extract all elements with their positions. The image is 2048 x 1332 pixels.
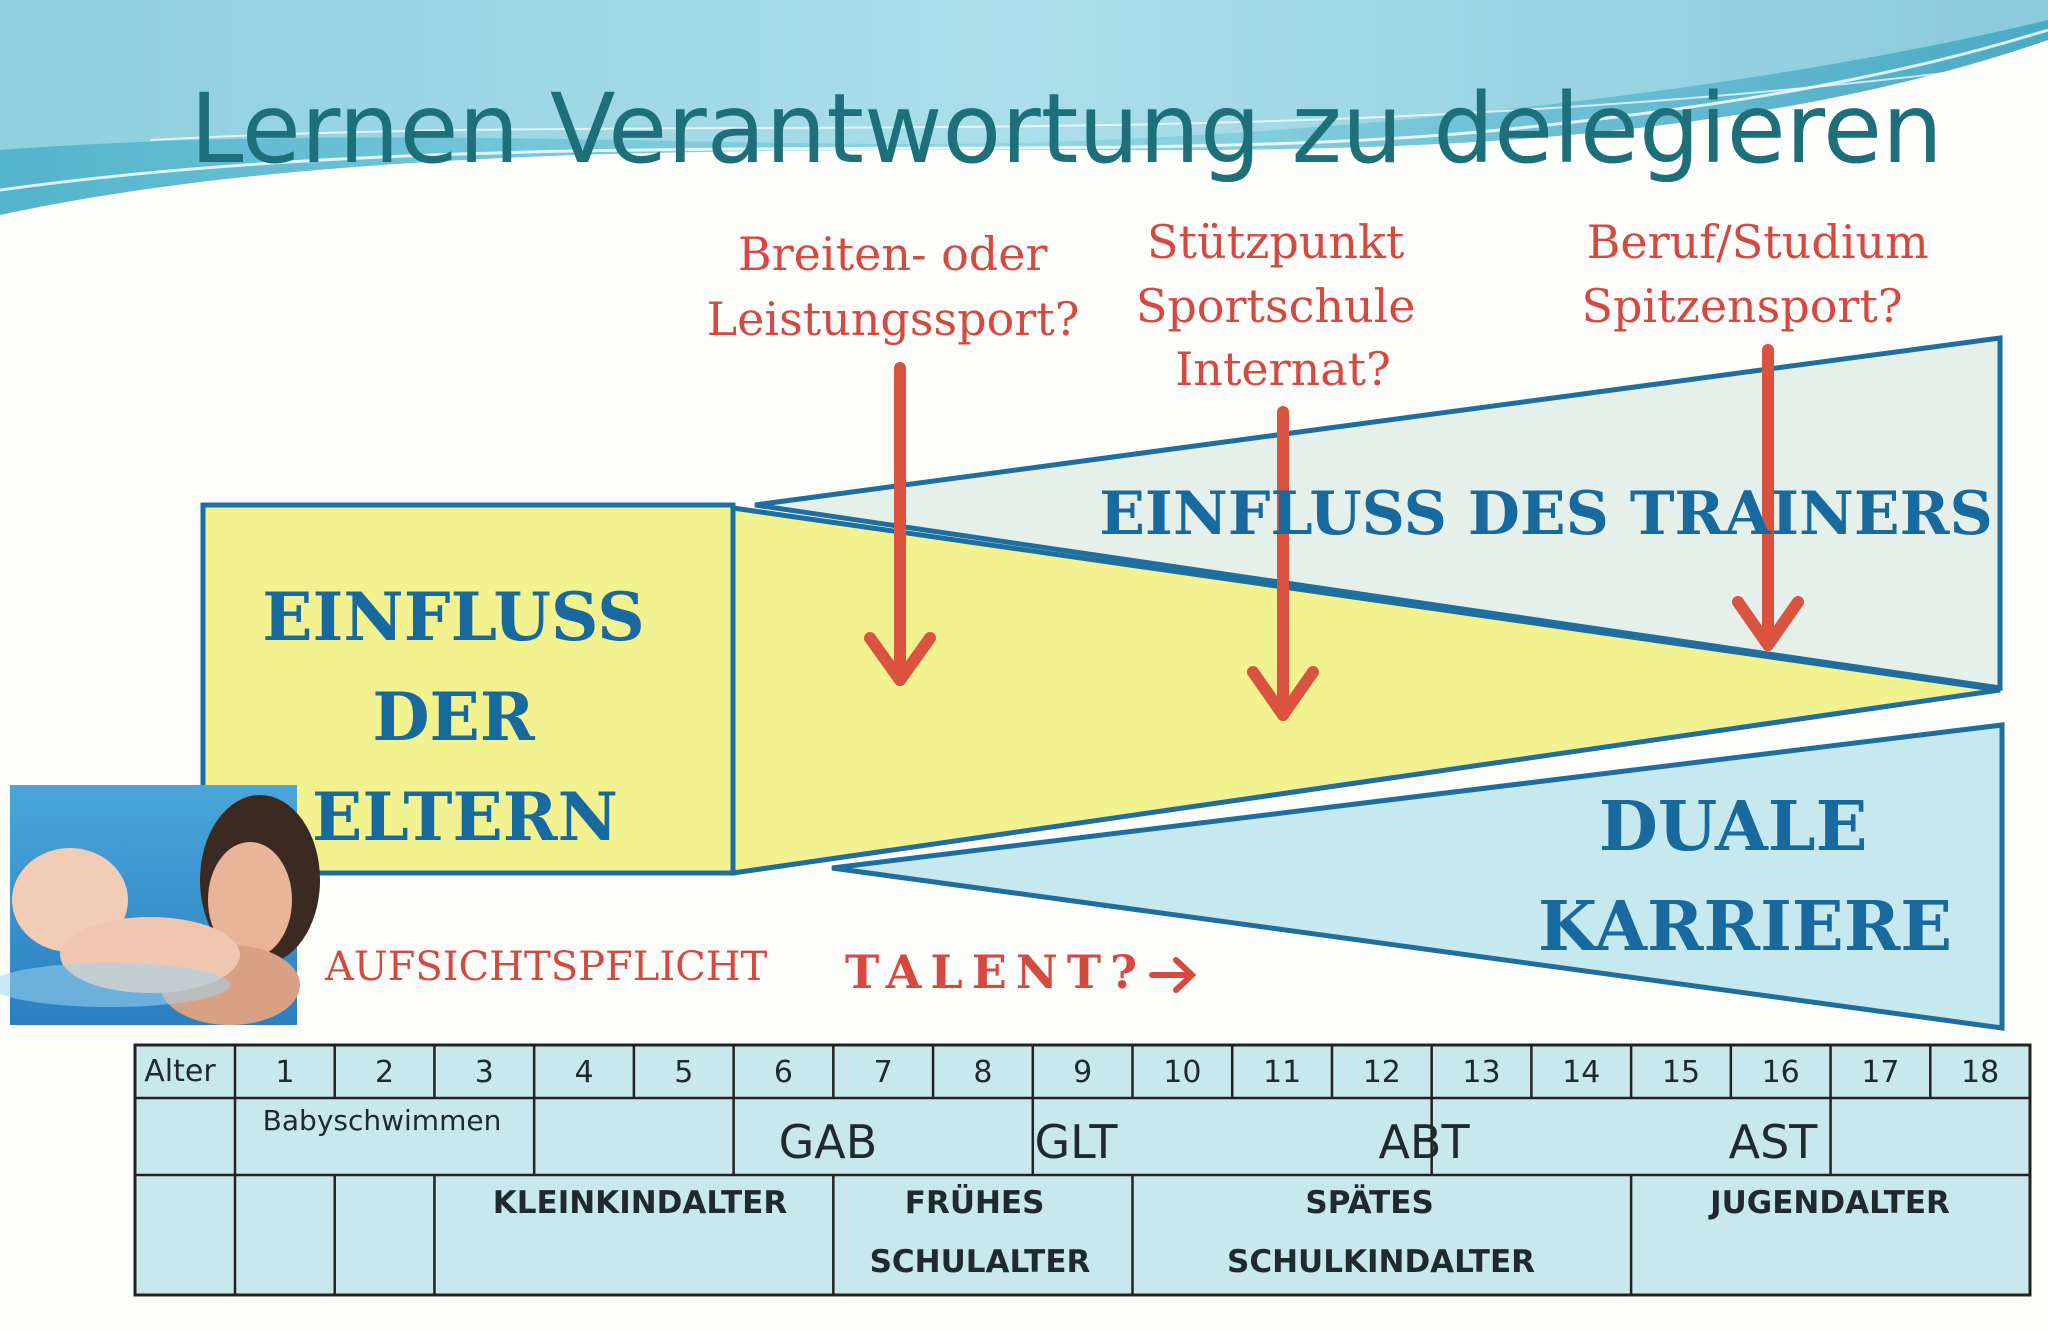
age-cell: 13 (1462, 1055, 1500, 1090)
stage-kleinkindalter: KLEINKINDALTER (493, 1185, 788, 1221)
mother-baby-swimming-photo-icon (0, 785, 320, 1025)
phase-abt: ABT (1378, 1115, 1470, 1169)
age-cell: 9 (1073, 1055, 1092, 1090)
question-breiten-line-1: Breiten- oder (738, 227, 1048, 281)
age-cell: 2 (375, 1055, 394, 1090)
question-beruf-line-1: Beruf/Studium (1587, 215, 1929, 269)
dual-career-label: DUALE KARRIERE (1538, 787, 1952, 967)
question-beruf: Beruf/Studium Spitzensport? (1581, 215, 1943, 333)
age-cell: 3 (475, 1055, 494, 1090)
question-stuetzpunkt-line-1: Stützpunkt (1147, 215, 1405, 269)
age-cell: 1 (275, 1055, 294, 1090)
age-cell: 10 (1163, 1055, 1201, 1090)
stage-fruehes-line-1: FRÜHES (905, 1184, 1045, 1221)
question-beruf-line-2: Spitzensport? (1581, 279, 1902, 333)
arrow-beruf (1732, 344, 1804, 651)
question-stuetzpunkt-line-2: Sportschule (1136, 279, 1416, 333)
table-background (133, 1043, 2032, 1297)
age-cell: 14 (1562, 1055, 1600, 1090)
table-grid (135, 1045, 2032, 1295)
aufsicht-label: AUFSICHTSPFLICHT (324, 944, 768, 990)
trainer-influence-wedge (754, 335, 2003, 691)
phase-babyschwimmen: Babyschwimmen (263, 1104, 502, 1137)
parents-influence-line-2: DER (372, 678, 536, 756)
page-title: Lernen Verantwortung zu delegieren (190, 73, 1943, 185)
phase-glt: GLT (1034, 1115, 1118, 1169)
question-stuetzpunkt-line-3: Internat? (1175, 342, 1391, 396)
age-label-cell: Alter (144, 1054, 216, 1089)
stage-fruehes-schulalter: FRÜHES SCHULALTER (870, 1184, 1091, 1280)
age-cell: 6 (774, 1055, 793, 1090)
age-cell: 12 (1363, 1055, 1401, 1090)
parents-influence-line-3: ELTERN (312, 778, 618, 856)
stage-spaetes-line-2: SCHULKINDALTER (1227, 1244, 1535, 1280)
age-cell: 7 (874, 1055, 893, 1090)
age-cell: 16 (1762, 1055, 1800, 1090)
age-cell: 5 (674, 1055, 693, 1090)
arrow-stuetzpunkt (1247, 406, 1319, 721)
question-breiten: Breiten- oder Leistungssport? (707, 227, 1080, 346)
age-cell: 8 (973, 1055, 992, 1090)
stage-fruehes-line-2: SCHULALTER (870, 1244, 1091, 1280)
stage-spaetes-schulkindalter: SPÄTES SCHULKINDALTER (1227, 1185, 1535, 1280)
phase-ast: AST (1729, 1115, 1819, 1169)
talent-label: TALENT? (845, 945, 1146, 999)
talent-arrow-icon (1149, 957, 1197, 993)
header-wave (0, 0, 2048, 215)
phase-gab: GAB (779, 1115, 878, 1169)
dual-career-line-1: DUALE (1599, 787, 1868, 867)
dual-career-line-2: KARRIERE (1538, 887, 1952, 967)
age-cell: 15 (1662, 1055, 1700, 1090)
age-cell: 17 (1861, 1055, 1899, 1090)
stage-jugendalter: JUGENDALTER (1708, 1185, 1950, 1221)
parents-influence-line-1: EINFLUSS (262, 578, 645, 656)
dual-career-wedge (831, 722, 2005, 1031)
trainer-influence-label: EINFLUSS DES TRAINERS (1099, 479, 1993, 549)
age-cell: 18 (1961, 1055, 1999, 1090)
age-cell: 4 (574, 1055, 593, 1090)
question-stuetzpunkt: Stützpunkt Sportschule Internat? (1136, 215, 1430, 396)
arrow-breiten (864, 362, 936, 686)
stage-spaetes-line-1: SPÄTES (1305, 1185, 1433, 1221)
question-breiten-line-2: Leistungssport? (707, 292, 1080, 346)
age-cell: 11 (1263, 1055, 1301, 1090)
parents-influence-label: EINFLUSS DER ELTERN (262, 578, 668, 856)
